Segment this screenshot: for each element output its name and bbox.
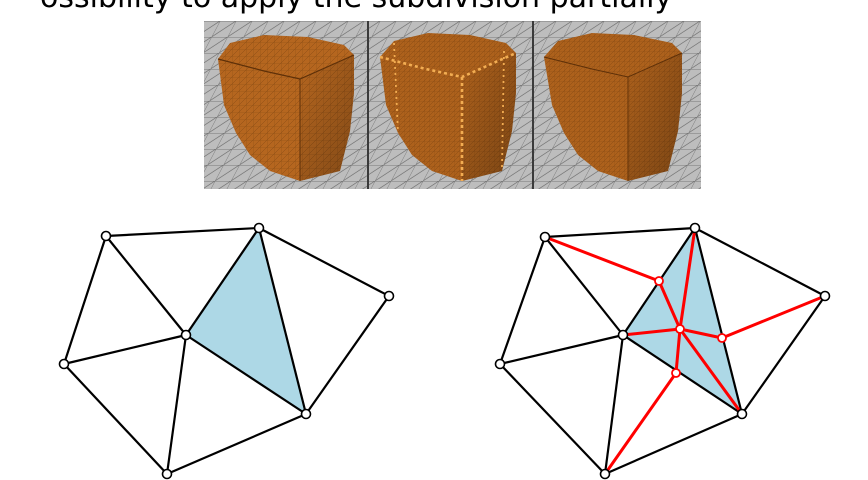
new-edge xyxy=(720,294,827,340)
vertex xyxy=(819,290,831,302)
edge xyxy=(604,412,743,476)
new-edge xyxy=(657,279,682,331)
edge xyxy=(185,227,260,336)
vertex xyxy=(617,329,629,341)
vertex xyxy=(58,358,70,370)
edge xyxy=(693,227,744,415)
new-edge xyxy=(543,235,661,283)
vertex xyxy=(383,290,395,302)
vertex xyxy=(599,468,611,480)
render-panel-artifacts xyxy=(369,21,532,189)
new-edge xyxy=(678,327,744,416)
edge xyxy=(165,334,188,475)
caption-text: ossibility to apply the subdivision part… xyxy=(40,0,672,13)
edge xyxy=(166,412,307,476)
vertex xyxy=(100,230,112,242)
edge xyxy=(185,334,307,415)
edge xyxy=(63,363,168,475)
edge xyxy=(257,227,308,415)
edge xyxy=(63,333,187,366)
vertex xyxy=(494,358,506,370)
new-edge xyxy=(678,226,697,331)
edge xyxy=(62,235,108,365)
edge xyxy=(603,334,625,475)
vertex xyxy=(180,329,192,341)
edge xyxy=(105,235,187,336)
edge xyxy=(105,226,260,238)
edge xyxy=(622,334,743,415)
vertex xyxy=(253,222,265,234)
mesh-subdivided-diagram xyxy=(494,222,831,480)
new-vertex xyxy=(654,276,664,286)
vertex xyxy=(736,408,748,420)
vertex xyxy=(161,468,173,480)
edge xyxy=(499,363,606,475)
edge xyxy=(741,295,826,415)
highlighted-triangle xyxy=(186,228,306,414)
new-vertex xyxy=(717,333,727,343)
new-edge xyxy=(678,327,724,340)
mesh-original-diagram xyxy=(58,222,395,480)
render-strip-graphic xyxy=(204,21,701,189)
render-strip xyxy=(204,21,701,189)
edge xyxy=(694,227,826,297)
vertex xyxy=(689,222,701,234)
vertex xyxy=(300,408,312,420)
edge xyxy=(544,226,696,239)
new-vertex xyxy=(675,324,685,334)
vertex xyxy=(539,231,551,243)
new-edge xyxy=(674,327,682,375)
new-edge xyxy=(603,371,678,476)
edge xyxy=(498,236,547,365)
edge xyxy=(499,333,624,366)
new-edge xyxy=(621,327,682,337)
new-vertex xyxy=(671,368,681,378)
edge xyxy=(544,236,624,336)
render-panel-smooth xyxy=(534,21,701,189)
edge xyxy=(258,227,390,297)
render-panel-original xyxy=(204,21,367,189)
edge xyxy=(305,295,390,415)
